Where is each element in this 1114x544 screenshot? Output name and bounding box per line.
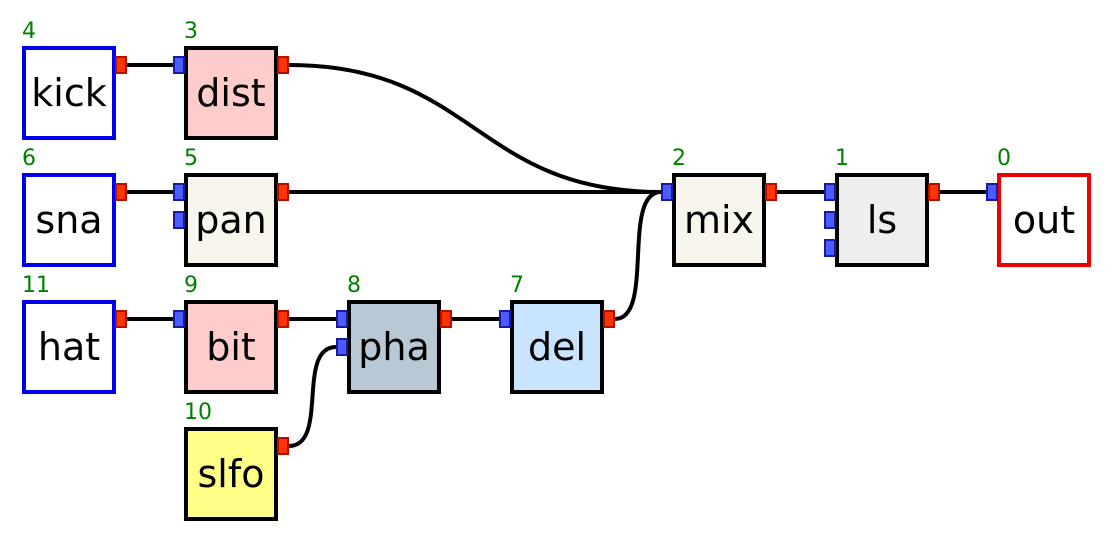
node-label: sna — [35, 198, 103, 242]
node-del[interactable]: del — [510, 300, 604, 394]
wire-del-to-mix — [614, 190, 662, 321]
output-port[interactable] — [603, 310, 615, 328]
node-index: 3 — [184, 19, 198, 44]
node-out[interactable]: out — [997, 173, 1091, 267]
input-port[interactable] — [661, 183, 673, 201]
node-bit[interactable]: bit — [184, 300, 278, 394]
output-port[interactable] — [277, 437, 289, 455]
input-port[interactable] — [336, 310, 348, 328]
node-label: ls — [866, 198, 898, 242]
output-port[interactable] — [277, 56, 289, 74]
node-kick[interactable]: kick — [22, 46, 116, 140]
node-mix[interactable]: mix — [672, 173, 766, 267]
node-index: 9 — [184, 273, 198, 298]
node-label: kick — [31, 71, 107, 115]
node-label: del — [527, 325, 587, 369]
input-port[interactable] — [824, 211, 836, 229]
node-index: 4 — [22, 19, 36, 44]
node-label: out — [1012, 198, 1076, 242]
input-port[interactable] — [824, 183, 836, 201]
node-pan[interactable]: pan — [184, 173, 278, 267]
node-slfo[interactable]: slfo — [184, 427, 278, 521]
node-label: pan — [195, 198, 267, 242]
input-port[interactable] — [336, 338, 348, 356]
input-port[interactable] — [824, 239, 836, 257]
output-port[interactable] — [115, 310, 127, 328]
node-ls[interactable]: ls — [835, 173, 929, 267]
node-index: 6 — [22, 146, 36, 171]
node-index: 1 — [835, 146, 849, 171]
input-port[interactable] — [173, 211, 185, 229]
node-label: pha — [358, 325, 430, 369]
input-port[interactable] — [986, 183, 998, 201]
input-port[interactable] — [499, 310, 511, 328]
node-label: mix — [683, 198, 755, 242]
node-label: bit — [206, 325, 256, 369]
node-label: dist — [196, 71, 266, 115]
node-index: 7 — [510, 273, 524, 298]
output-port[interactable] — [928, 183, 940, 201]
output-port[interactable] — [277, 310, 289, 328]
node-label: hat — [37, 325, 101, 369]
node-hat[interactable]: hat — [22, 300, 116, 394]
node-label: slfo — [197, 452, 265, 496]
output-port[interactable] — [115, 183, 127, 201]
input-port[interactable] — [173, 310, 185, 328]
node-dist[interactable]: dist — [184, 46, 278, 140]
output-port[interactable] — [765, 183, 777, 201]
input-port[interactable] — [173, 56, 185, 74]
node-index: 11 — [22, 273, 50, 298]
node-index: 10 — [184, 400, 212, 425]
output-port[interactable] — [115, 56, 127, 74]
wire-dist-to-mix — [288, 63, 662, 194]
node-index: 0 — [997, 146, 1011, 171]
node-index: 2 — [672, 146, 686, 171]
node-index: 8 — [347, 273, 361, 298]
node-index: 5 — [184, 146, 198, 171]
input-port[interactable] — [173, 183, 185, 201]
node-pha[interactable]: pha — [347, 300, 441, 394]
node-sna[interactable]: sna — [22, 173, 116, 267]
output-port[interactable] — [440, 310, 452, 328]
output-port[interactable] — [277, 183, 289, 201]
wire-slfo-to-pha — [288, 345, 337, 448]
